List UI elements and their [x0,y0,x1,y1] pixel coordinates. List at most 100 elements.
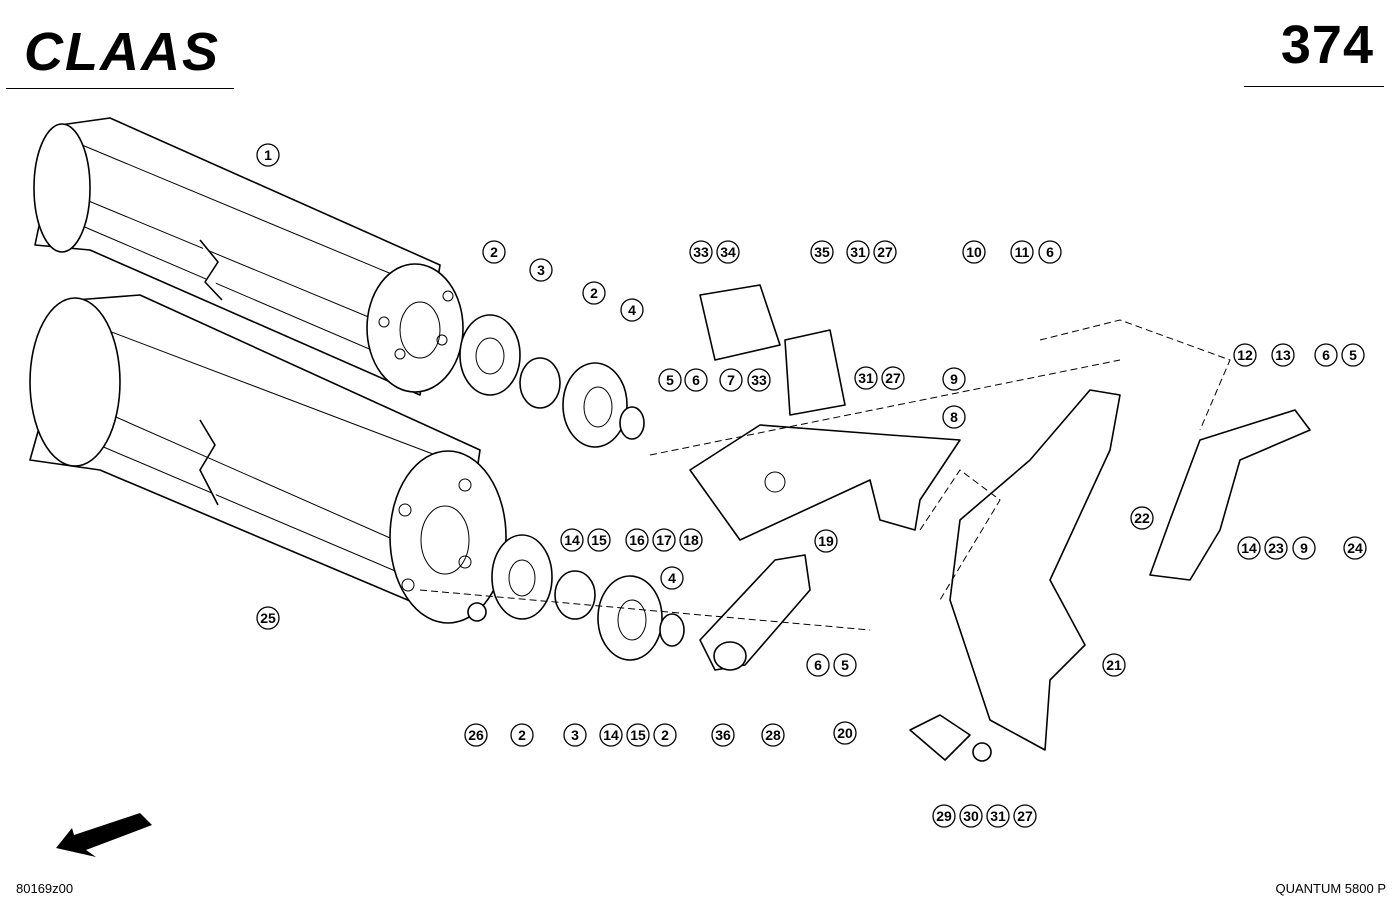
svg-text:6: 6 [1322,347,1330,363]
model-name: QUANTUM 5800 P [1275,881,1386,896]
svg-text:5: 5 [666,372,674,388]
callout: 16 [625,528,649,552]
bearing-housing-lower [597,575,663,661]
svg-text:7: 7 [727,372,735,388]
callout: 2 [510,723,534,747]
callout: 5 [833,653,857,677]
svg-text:14: 14 [564,532,580,548]
svg-text:2: 2 [661,727,669,743]
callout: 36 [711,723,735,747]
svg-text:25: 25 [260,610,276,626]
direction-arrow [56,813,152,857]
callout: 6 [806,653,830,677]
svg-text:29: 29 [936,808,952,824]
callout: 33 [689,240,713,264]
svg-text:33: 33 [751,372,767,388]
callout: 3 [563,723,587,747]
callout: 10 [962,240,986,264]
callout: 28 [761,723,785,747]
svg-text:31: 31 [990,808,1006,824]
callout: 14 [560,528,584,552]
callout: 18 [679,528,703,552]
svg-text:34: 34 [720,244,736,260]
svg-text:14: 14 [603,727,619,743]
callout: 5 [658,368,682,392]
callout: 5 [1341,343,1365,367]
flange-disc-lower [491,534,553,620]
callout: 27 [881,366,905,390]
svg-text:4: 4 [668,570,676,586]
callout: 20 [833,721,857,745]
header-rule-right [1244,86,1384,87]
svg-text:36: 36 [715,727,731,743]
svg-text:15: 15 [630,727,646,743]
side-bracket-13 [1149,409,1311,581]
callout: 3 [529,258,553,282]
callout: 13 [1271,343,1295,367]
page-number: 374 [1280,15,1374,75]
callout: 15 [587,528,611,552]
callout: 4 [660,566,684,590]
svg-text:24: 24 [1347,540,1363,556]
svg-text:21: 21 [1106,657,1122,673]
bearing-lower [554,570,596,620]
svg-text:6: 6 [692,372,700,388]
callout: 23 [1264,536,1288,560]
svg-text:31: 31 [850,244,866,260]
svg-text:27: 27 [877,244,893,260]
callout: 6 [684,368,708,392]
svg-text:22: 22 [1134,510,1150,526]
callout: 14 [1237,536,1261,560]
svg-text:5: 5 [841,657,849,673]
plate-34 [699,284,781,361]
callout: 14 [599,723,623,747]
svg-text:2: 2 [518,727,526,743]
callout: 1 [256,143,280,167]
svg-text:33: 33 [693,244,709,260]
callout: 2 [482,240,506,264]
callout-labels: 1 2 3 2 4 33 34 35 31 27 10 11 6 5 6 7 3… [256,143,1367,828]
callout: 19 [814,529,838,553]
svg-text:9: 9 [1300,540,1308,556]
callout: 9 [1292,536,1316,560]
callout: 6 [1038,240,1062,264]
callout: 22 [1130,506,1154,530]
callout: 7 [719,368,743,392]
callout: 31 [854,366,878,390]
svg-text:2: 2 [490,244,498,260]
svg-text:31: 31 [858,370,874,386]
svg-text:13: 13 [1275,347,1291,363]
swing-arm [699,554,811,671]
svg-text:6: 6 [1046,244,1054,260]
bearing-upper [519,357,561,409]
callout: 27 [873,240,897,264]
callout: 12 [1233,343,1257,367]
svg-text:3: 3 [571,727,579,743]
svg-text:3: 3 [537,262,545,278]
svg-text:27: 27 [885,370,901,386]
svg-text:20: 20 [837,725,853,741]
bearing-housing-upper [562,362,628,448]
svg-text:26: 26 [468,727,484,743]
upper-roller [33,117,464,396]
svg-text:2: 2 [590,285,598,301]
svg-text:27: 27 [1017,808,1033,824]
svg-text:16: 16 [629,532,645,548]
callout: 2 [653,723,677,747]
callout: 6 [1314,343,1338,367]
svg-text:15: 15 [591,532,607,548]
callout: 11 [1010,240,1034,264]
callout: 25 [256,606,280,630]
svg-text:18: 18 [683,532,699,548]
svg-text:30: 30 [963,808,979,824]
svg-text:17: 17 [656,532,672,548]
svg-text:23: 23 [1268,540,1284,556]
seal-ring-lower [659,613,685,647]
header-rule-left [6,88,234,89]
o-ring [467,602,487,622]
seal-ring-upper [619,406,645,440]
svg-text:5: 5 [1349,347,1357,363]
lower-roller [29,294,507,624]
callout: 27 [1013,804,1037,828]
